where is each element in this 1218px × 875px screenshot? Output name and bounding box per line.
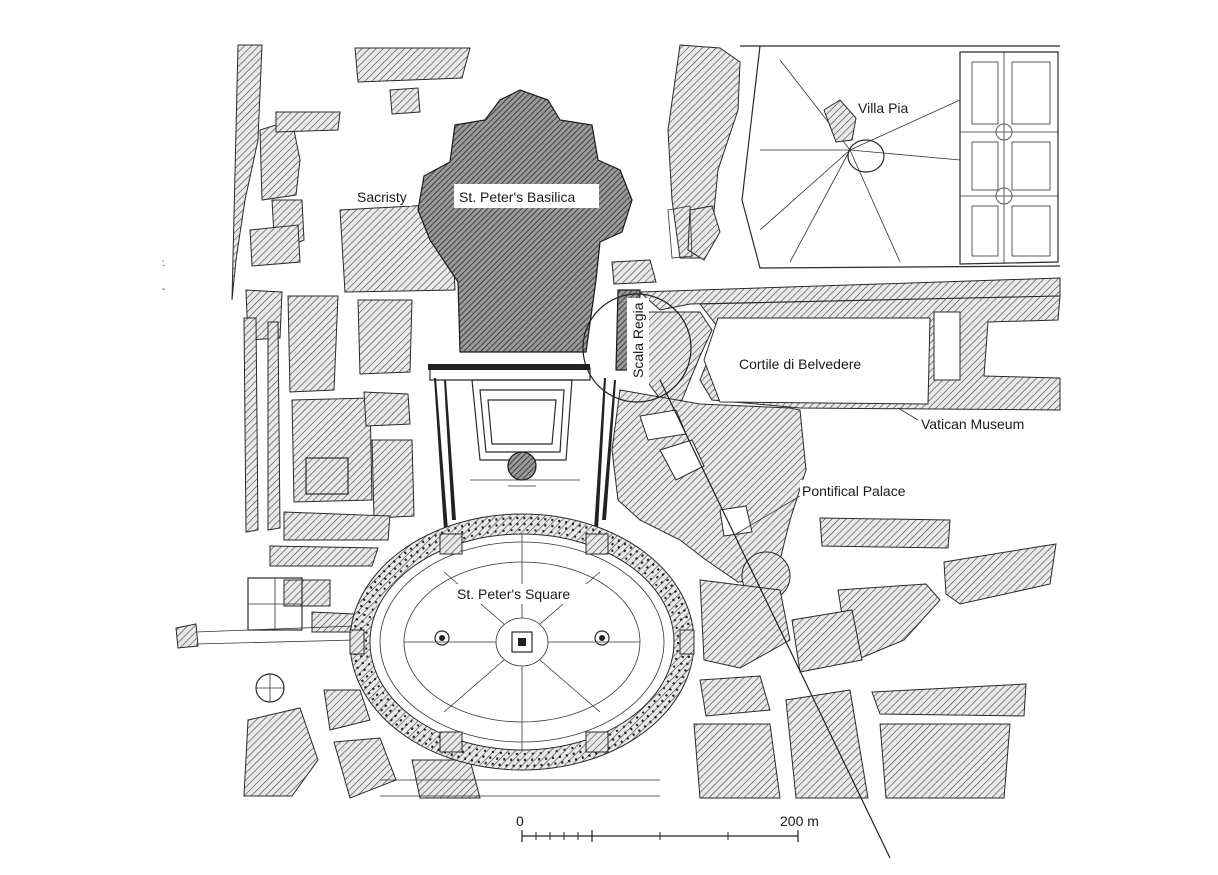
svg-text::: : [162, 258, 165, 269]
colonnade-north-wings [428, 364, 616, 530]
scala-regia-highlight [582, 293, 692, 403]
map-labels: Villa Pia Sacristy St. Peter's Basilica … [354, 100, 1046, 604]
basilica-forecourt [429, 367, 591, 487]
label-villa-pia: Villa Pia [858, 100, 909, 116]
label-square: St. Peter's Square [457, 586, 570, 602]
east-blocks [611, 44, 1061, 799]
label-basilica: St. Peter's Basilica [459, 189, 575, 205]
label-scala-regia: Scala Regia [630, 302, 646, 378]
label-cortile: Cortile di Belvedere [739, 356, 861, 372]
axis-line [659, 379, 891, 859]
scale-bar-end-label: 200 m [780, 813, 819, 829]
scale-bar-start-label: 0 [516, 813, 524, 829]
label-vatican-museum: Vatican Museum [921, 416, 1024, 432]
basilica-building [417, 89, 633, 353]
west-road [175, 623, 356, 703]
label-sacristy: Sacristy [357, 189, 407, 205]
west-city-blocks [231, 44, 481, 799]
svg-text:-: - [162, 284, 165, 295]
label-pontifical-palace: Pontifical Palace [802, 483, 906, 499]
st-peters-square [349, 513, 695, 771]
vatican-gardens [667, 45, 1061, 269]
scale-bar: 0 200 m [516, 813, 819, 842]
south-road [380, 779, 660, 797]
